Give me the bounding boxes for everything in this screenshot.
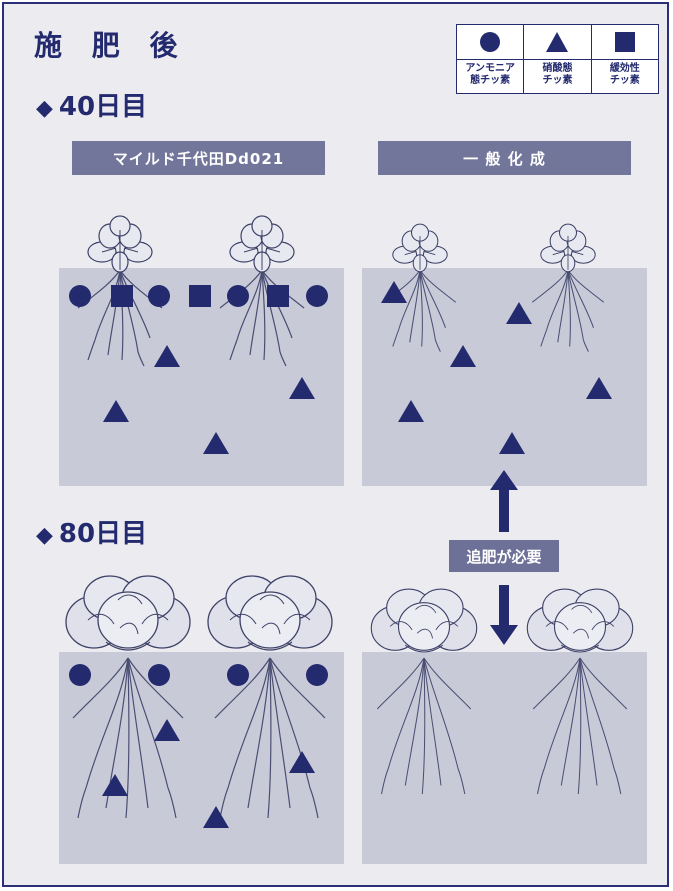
nutrient-markers-general-40: [381, 281, 612, 454]
section-label-40: 40日目: [58, 92, 148, 122]
nitrate-marker: [154, 719, 180, 741]
plant-mild-80-left: [65, 575, 191, 819]
section-heading-80: ◆80日目: [36, 513, 147, 550]
ammonium-marker: [227, 664, 249, 686]
nitrate-marker: [506, 302, 532, 324]
section-label-80: 80日目: [58, 519, 148, 549]
plant-mild-80-right: [207, 575, 333, 819]
ammonium-marker: [69, 285, 91, 307]
column-header-mild: マイルド千代田Dd021: [72, 141, 325, 175]
legend-label-slow-release: 緩効性 チッ素: [609, 63, 640, 86]
square-icon: [614, 32, 635, 52]
slow-release-marker: [111, 285, 133, 307]
plant-general-80-left: [370, 588, 478, 795]
column-header-general: 一 般 化 成: [378, 141, 631, 175]
nitrate-marker: [289, 751, 315, 773]
slow-release-marker: [189, 285, 211, 307]
nitrate-marker: [154, 345, 180, 367]
nitrate-marker: [203, 432, 229, 454]
nitrate-marker: [102, 774, 128, 796]
legend-item-slow-release: 緩効性 チッ素: [591, 25, 658, 93]
soil-block-mild-80: [59, 652, 344, 864]
nitrate-marker: [586, 377, 612, 399]
slow-release-marker: [267, 285, 289, 307]
nitrate-marker: [381, 281, 407, 303]
nitrate-marker: [450, 345, 476, 367]
legend-item-nitrate: 硝酸態 チッ素: [524, 25, 592, 93]
section-heading-40: ◆40日目: [36, 86, 147, 123]
circle-icon: [480, 32, 501, 52]
diagram-title: 施 肥 後: [34, 29, 188, 62]
legend-label-ammonium: アンモニア 態チッ素: [465, 63, 515, 86]
arrow-up-icon: [490, 470, 518, 532]
arrow-down-icon: [490, 585, 518, 645]
legend-item-ammonium: アンモニア 態チッ素: [457, 25, 525, 93]
diamond-icon: ◆: [36, 523, 53, 548]
ammonium-marker: [306, 285, 328, 307]
nitrate-marker: [103, 400, 129, 422]
nitrate-marker: [499, 432, 525, 454]
topdressing-callout: 追肥が必要: [449, 540, 559, 572]
ammonium-marker: [148, 664, 170, 686]
nitrate-marker: [203, 806, 229, 828]
diamond-icon: ◆: [36, 96, 53, 121]
nitrate-marker: [289, 377, 315, 399]
ammonium-marker: [69, 664, 91, 686]
ammonium-marker: [227, 285, 249, 307]
legend: アンモニア 態チッ素 硝酸態 チッ素 緩効性 チッ素: [456, 24, 659, 94]
legend-label-nitrate: 硝酸態 チッ素: [542, 63, 573, 86]
ammonium-marker: [306, 664, 328, 686]
plant-general-80-right: [526, 588, 634, 795]
plant-general-40-right: [531, 223, 605, 353]
nutrient-markers-mild-40: [69, 285, 328, 454]
nitrate-marker: [398, 400, 424, 422]
triangle-icon: [546, 32, 569, 52]
ammonium-marker: [148, 285, 170, 307]
nutrient-markers-mild-80: [69, 664, 328, 828]
